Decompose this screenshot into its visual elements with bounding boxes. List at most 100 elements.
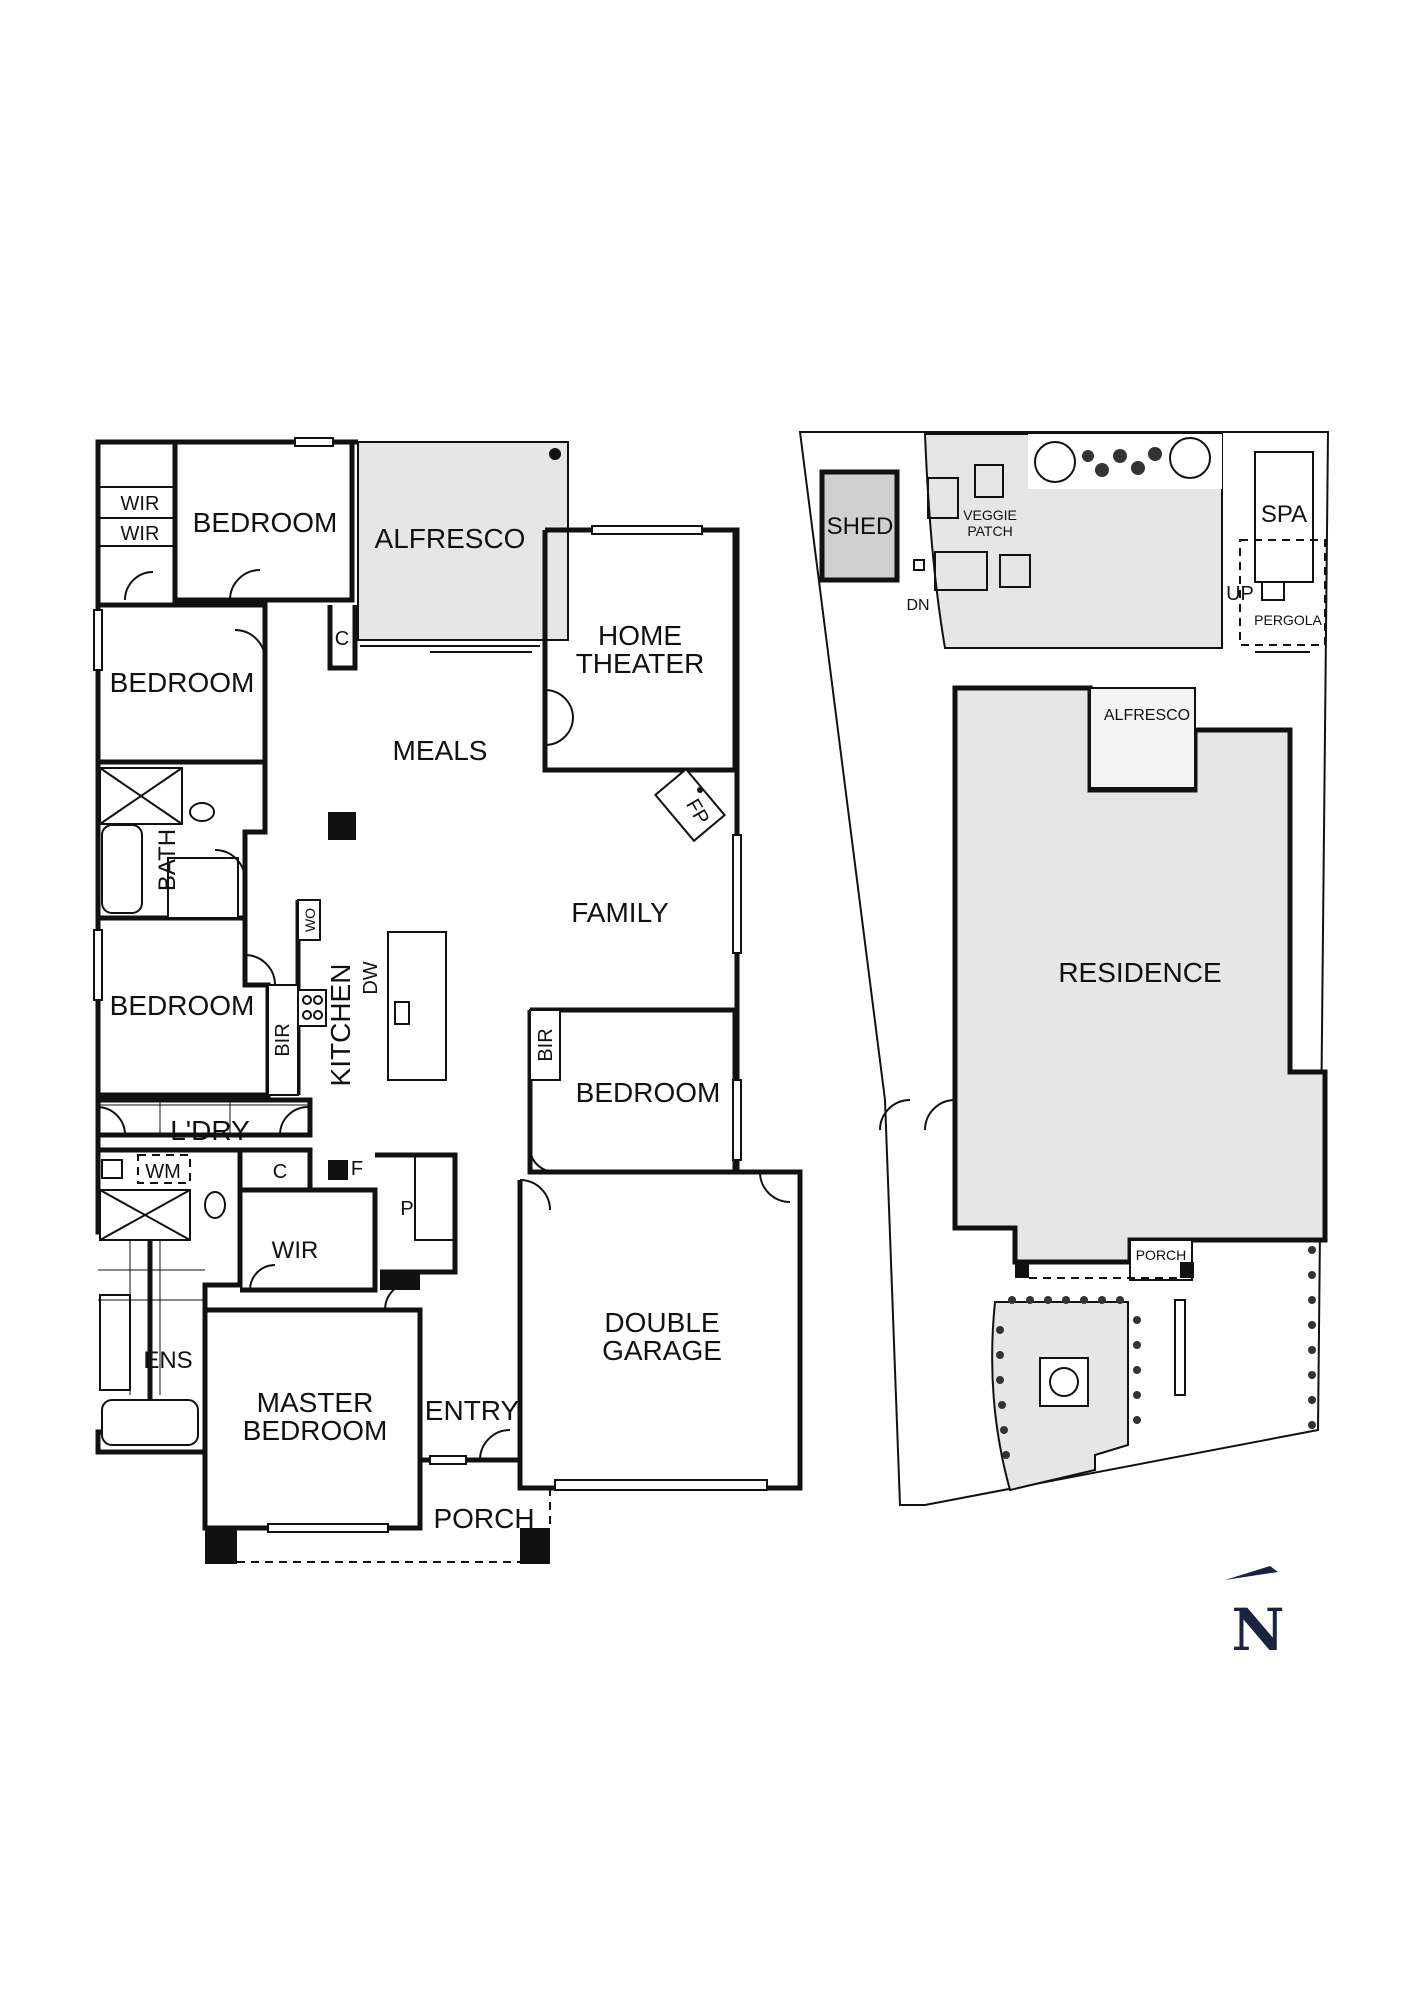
label-p: P: [400, 1198, 413, 1220]
wm-outline: [137, 1154, 191, 1184]
fireplace: [653, 767, 727, 843]
site-boundary: [798, 431, 1330, 1506]
label-shed: SHED: [827, 513, 894, 540]
residence: [952, 685, 1328, 1265]
house-floor-plan: BEDROOM WIR WIR ALFRESCO HOME THEATER C …: [93, 437, 803, 1564]
window: [591, 525, 703, 535]
label-wir-1: WIR: [121, 493, 160, 515]
alfresco-area: [357, 441, 569, 641]
site-plan: SHED VEGGIE PATCH DN SPA UP PERGOLA ALFR…: [798, 431, 1330, 1506]
site-column: [1015, 1262, 1029, 1278]
door-swing: [759, 1171, 791, 1203]
door-swing: [244, 954, 276, 986]
door-swing: [529, 1149, 556, 1174]
fireplace-flue: [697, 787, 703, 793]
wall-c-linen: [240, 1147, 313, 1190]
compass-label: N: [1231, 1596, 1284, 1664]
column: [205, 1528, 237, 1564]
door-swing: [479, 1429, 511, 1461]
window: [732, 1079, 742, 1161]
label-up: UP: [1226, 583, 1254, 605]
cooktop-ring: [313, 1010, 323, 1020]
ens-vanity: [99, 1294, 131, 1391]
label-home-theater-1: HOME: [598, 620, 682, 651]
shower-x: [99, 1189, 191, 1241]
wo-oven: [297, 899, 321, 941]
label-bath: BATH: [154, 829, 181, 891]
compass-arrow-icon: [1225, 1566, 1278, 1580]
veggie-bed: [934, 551, 988, 591]
label-site-porch: PORCH: [1136, 1247, 1187, 1263]
wm-washer: [101, 1159, 123, 1179]
window: [429, 1455, 467, 1465]
alfresco-post: [549, 448, 561, 460]
label-site-alfresco: ALFRESCO: [1104, 707, 1190, 724]
step: [913, 559, 925, 571]
label-bedroom-north: BEDROOM: [193, 507, 338, 538]
ens-bath: [101, 1399, 199, 1446]
label-wir-2: WIR: [121, 523, 160, 545]
label-garage-2: GARAGE: [602, 1335, 722, 1366]
ens-toilet: [204, 1191, 226, 1219]
site-column: [1180, 1262, 1194, 1278]
vanity: [167, 857, 239, 919]
label-wm: WM: [145, 1161, 181, 1183]
cooktop-ring: [302, 1010, 312, 1020]
wall-bedroom-north: [172, 442, 355, 603]
veggie-bed: [974, 464, 1004, 498]
shed: [819, 469, 900, 583]
bir-cupboard-1: [267, 984, 299, 1096]
label-bir-1: BIR: [272, 1023, 294, 1056]
feature-tree: [1049, 1367, 1079, 1397]
wall-master: [205, 1307, 423, 1460]
cooktop: [297, 989, 327, 1027]
side-gate: [924, 1099, 956, 1131]
hedge-rows: [996, 1246, 1316, 1459]
label-entry: ENTRY: [425, 1395, 520, 1426]
side-gate: [879, 1099, 911, 1131]
column: [328, 812, 356, 840]
veggie-bed: [999, 554, 1031, 588]
toilet: [189, 802, 215, 822]
label-family: FAMILY: [571, 897, 669, 928]
door-swing: [214, 849, 246, 881]
wall-ens: [98, 1147, 243, 1452]
label-f: F: [351, 1158, 363, 1180]
label-meals: MEALS: [393, 735, 488, 766]
bir-cupboard-2: [529, 1009, 561, 1081]
cooktop-ring: [302, 995, 312, 1005]
path-strip: [1174, 1299, 1186, 1396]
label-wo: WO: [302, 908, 318, 932]
label-c-linen: C: [273, 1161, 287, 1183]
tree-row: [1034, 437, 1211, 483]
window: [267, 1523, 389, 1533]
label-master-2: BEDROOM: [243, 1415, 388, 1446]
label-bedroom-west: BEDROOM: [110, 667, 255, 698]
wall-bedroom-east: [527, 1007, 738, 1175]
label-veggie-2: PATCH: [967, 523, 1012, 539]
island-sink: [394, 1001, 410, 1025]
kitchen-island: [387, 931, 447, 1081]
label-alfresco: ALFRESCO: [375, 523, 526, 554]
label-dw: DW: [360, 961, 382, 994]
label-home-theater-2: THEATER: [576, 648, 705, 679]
door-swing: [229, 569, 261, 601]
label-bedroom-mid: BEDROOM: [110, 990, 255, 1021]
label-ens: ENS: [143, 1347, 192, 1374]
door-swing: [96, 1106, 126, 1136]
cooktop-ring: [313, 995, 323, 1005]
label-porch: PORCH: [433, 1503, 534, 1534]
column: [328, 1160, 348, 1180]
label-bir-2: BIR: [535, 1028, 557, 1061]
label-master-1: MASTER: [257, 1387, 374, 1418]
label-ldry: L'DRY: [170, 1115, 250, 1146]
door-swing: [544, 689, 574, 719]
door-swing: [544, 717, 574, 746]
door-swing: [234, 629, 266, 661]
shower-x: [99, 767, 183, 825]
wall-pantry-inner: [414, 1155, 455, 1241]
pergola: [1239, 539, 1326, 646]
label-pergola: PERGOLA: [1254, 612, 1322, 628]
garage-door: [554, 1479, 768, 1491]
